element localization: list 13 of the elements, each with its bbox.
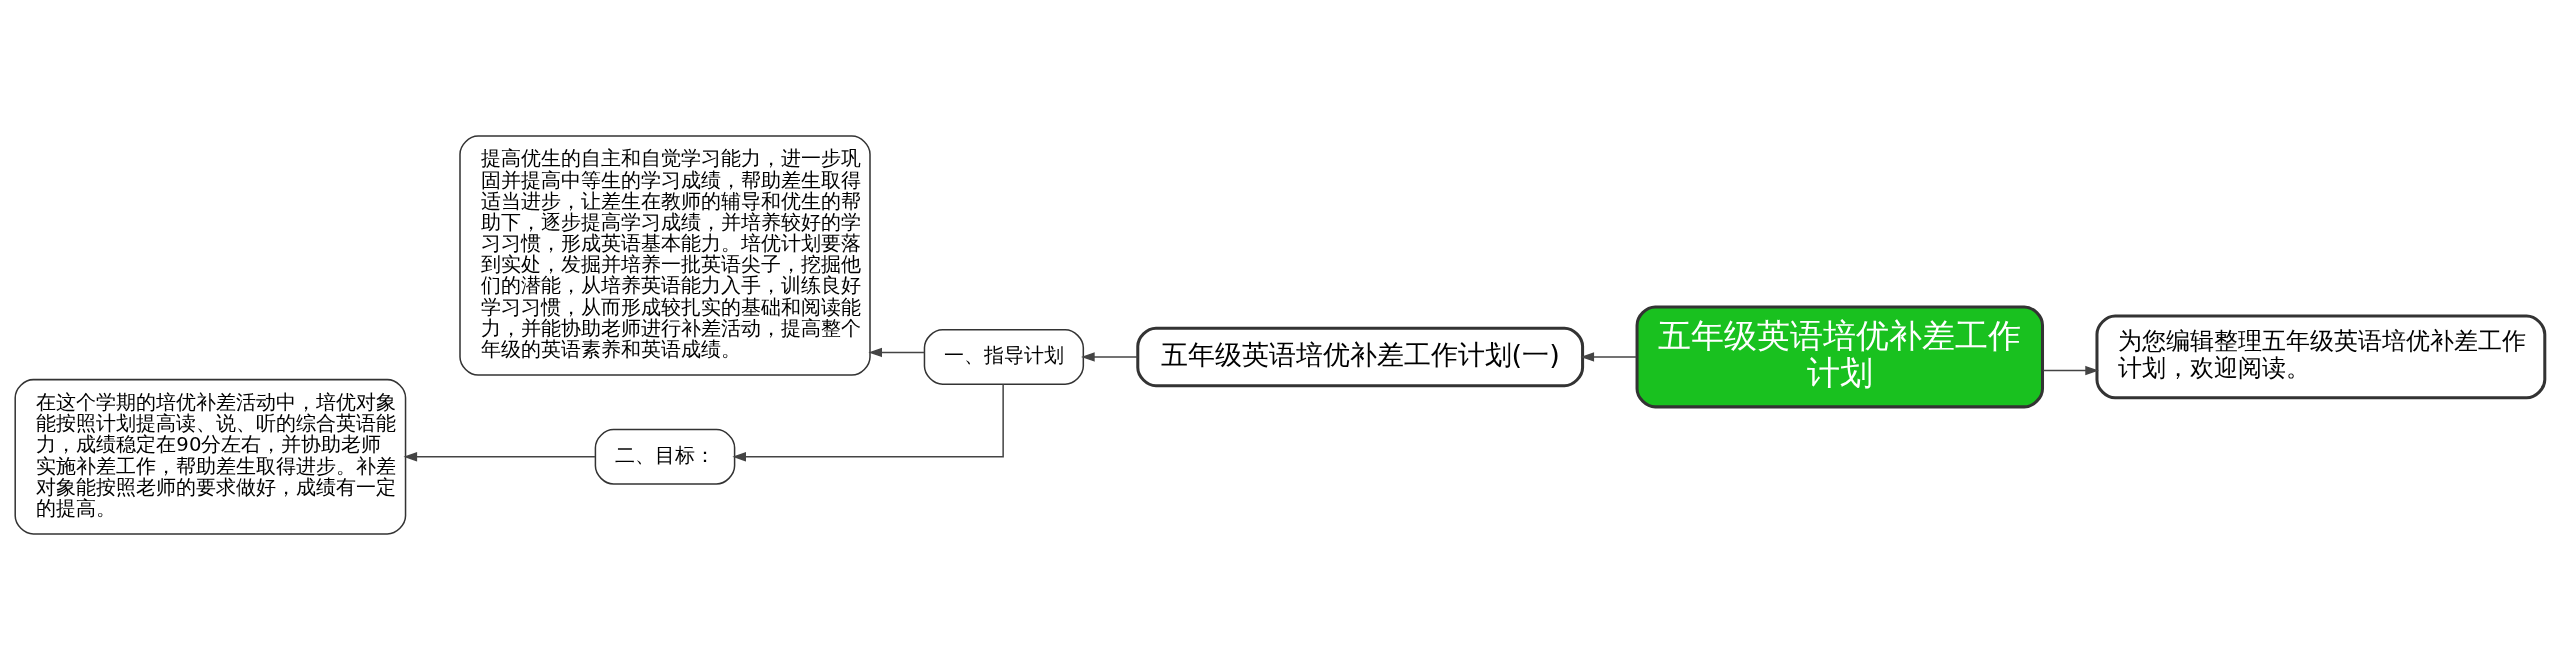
node-box: 一、指导计划 [923,328,1085,385]
node-box: 五年级英语培优补差工作计划(一) [1136,326,1585,388]
arrow [732,383,1004,462]
node-box: 提高优生的自主和自觉学习能力，进一步巩固并提高中等生的学习成绩，帮助差生取得适当进步，让差生在教师的辅导和优生的帮助下，逐步提高学习成绩，并培养较好的学习习惯，形成英语基本能力。培优计划要落到实处，发掘并培养一批英语尖子，挖掘他们的潜能，从培养英语能力入手，训练良好学习习惯，从而形成较扎实的基础和阅读能力，并能协助老师进行补差活动，提高整个年级的英语素养和英语成绩。 [459,135,871,376]
arrow [403,452,596,462]
node-box: 为您编辑整理五年级英语培优补差工作计划，欢迎阅读。 [2095,314,2547,400]
arrow [2042,365,2099,376]
node-box: 五年级英语培优补差工作计划 [1635,305,2045,409]
node-box: 在这个学期的培优补差活动中，培优对象能按照计划提高读、说、听的综合英语能力，成绩稳定在90分左右，并协助老师实施补差工作，帮助差生取得进步。补差对象能按照老师的要求做好，成绩有一定的提高。 [14,378,407,535]
node-box: 二、目标： [594,428,736,485]
arrow [868,347,926,358]
arrow [1081,352,1139,362]
arrow [1580,352,1638,362]
